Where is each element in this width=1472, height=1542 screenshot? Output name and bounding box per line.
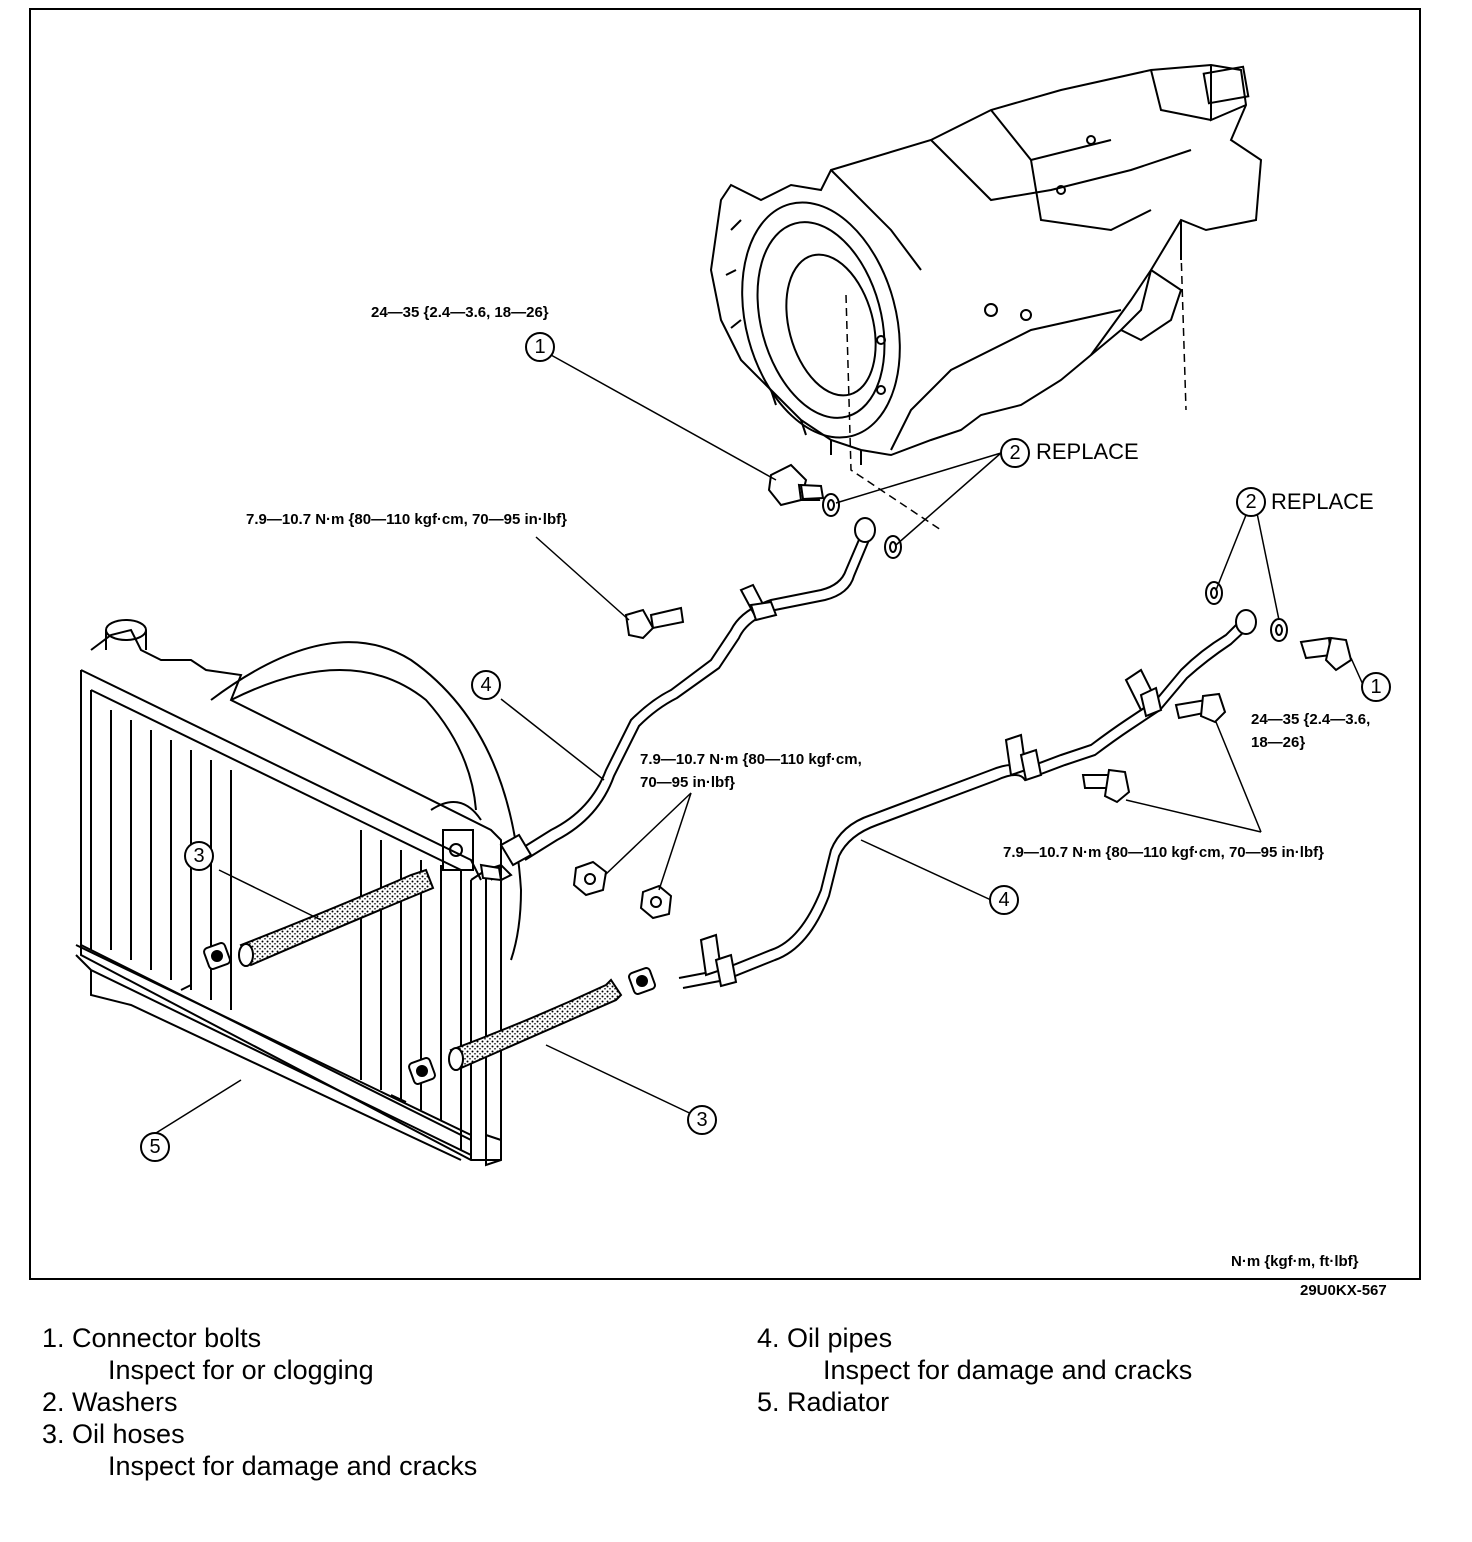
svg-text:1: 1 [1370,676,1381,698]
torque-label-right-bolt-line1: 24—35 {2.4—3.6, [1251,711,1370,728]
oil-pipes [479,517,1257,989]
torque-label-clamp-left: 7.9—10.7 N·m {80—110 kgf·cm, 70—95 in·lb… [246,511,567,528]
svg-text:1: 1 [534,336,545,358]
transmission [709,63,1263,465]
units-label: N·m {kgf·m, ft·lbf} [1231,1253,1359,1270]
connector-bolt-right [1299,636,1353,672]
flare-nut-1 [572,860,608,897]
center-line [845,294,942,531]
svg-text:2: 2 [1009,442,1020,464]
torque-label-nut-line2: 70—95 in·lbf} [640,774,735,791]
center-line-right [1180,249,1187,411]
legend-note-4: Inspect for damage and cracks [823,1355,1193,1385]
callout-2-top: 2 [1000,438,1030,468]
svg-text:5: 5 [149,1136,160,1158]
callout-3-right: 3 [687,1105,717,1135]
torque-label-top-bolt: 24—35 {2.4—3.6, 18—26} [371,304,549,321]
callout-4-left: 4 [471,670,501,700]
legend-item-4: 4. Oil pipes [757,1323,893,1353]
callout-2-right: 2 [1236,487,1266,517]
radiator [75,619,523,1167]
legend-item-3: 3. Oil hoses [42,1419,185,1449]
svg-text:2: 2 [1245,491,1256,513]
torque-label-clamp-right: 7.9—10.7 N·m {80—110 kgf·cm, 70—95 in·lb… [1003,844,1324,861]
svg-text:3: 3 [193,845,204,867]
legend-right: 4. Oil pipes Inspect for damage and crac… [757,1322,1192,1418]
callout-1-top: 1 [525,332,555,362]
torque-label-nut-line1: 7.9—10.7 N·m {80—110 kgf·cm, [640,751,862,768]
svg-text:3: 3 [696,1109,707,1131]
legend-left: 1. Connector bolts Inspect for or cloggi… [42,1322,477,1482]
leader-lines [155,354,1365,1134]
diagram-frame: 1 2 2 1 4 4 3 [29,8,1421,1280]
replace-label-top: REPLACE [1036,439,1139,464]
legend-item-2: 2. Washers [42,1387,178,1417]
clamp-bolt-right-2 [1081,768,1131,804]
legend-item-1: 1. Connector bolts [42,1323,262,1353]
clamp-bolt-right-1 [1174,692,1227,724]
flare-nut-2 [639,884,673,920]
callout-4-right: 4 [989,885,1019,915]
callout-1-right: 1 [1361,672,1391,702]
svg-text:4: 4 [480,674,491,696]
legend-note-1: Inspect for or clogging [108,1355,374,1385]
callout-5: 5 [140,1132,170,1162]
legend-item-5: 5. Radiator [757,1387,890,1417]
replace-label-right: REPLACE [1271,489,1374,514]
figure-code: 29U0KX-567 [1300,1282,1387,1299]
legend-note-3: Inspect for damage and cracks [108,1451,478,1481]
oil-cooler-diagram: 1 2 2 1 4 4 3 [75,63,1391,1270]
torque-label-right-bolt-line2: 18—26} [1251,734,1305,751]
annotations: 24—35 {2.4—3.6, 18—26} REPLACE REPLACE 7… [246,304,1374,1270]
connector-bolt-top [767,463,825,507]
oil-hoses [203,868,656,1085]
svg-text:4: 4 [998,889,1009,911]
callout-3-left: 3 [184,841,214,871]
callout-numbers: 1 2 2 1 4 4 3 [140,332,1391,1162]
clamp-bolt-left [624,606,685,640]
fasteners [572,463,1353,920]
